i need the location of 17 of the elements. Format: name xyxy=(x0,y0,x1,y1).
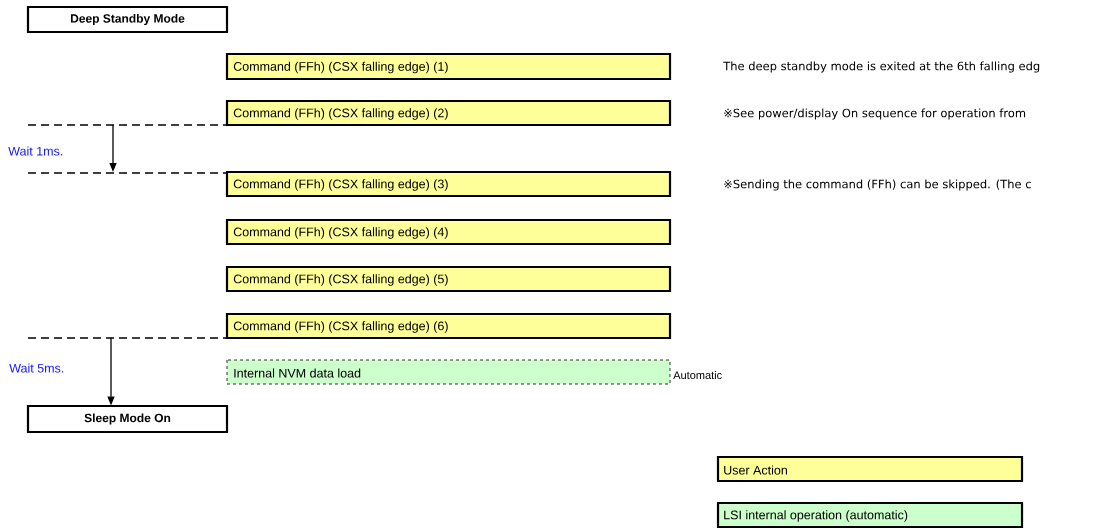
edge-label: Wait 5ms. xyxy=(9,363,64,373)
command-box: Command (FFh) (CSX falling edge) (2) xyxy=(225,99,672,127)
note-text: ※See power/display On sequence for operation from xyxy=(724,108,1026,120)
command-box: Command (FFh) (CSX falling edge) (3) xyxy=(225,170,672,198)
note-text: ※Sending the command (FFh) can be skipped. (The c xyxy=(724,179,1031,191)
legend-entry: User Action xyxy=(716,455,1024,483)
command-box: Command (FFh) (CSX falling edge) (1) xyxy=(225,52,672,81)
command-box: Command (FFh) (CSX falling edge) (5) xyxy=(225,265,672,293)
side-note: Automatic xyxy=(673,370,722,380)
command-box: Command (FFh) (CSX falling edge) (6) xyxy=(225,312,672,340)
operation-box: Internal NVM data load xyxy=(226,359,671,385)
mode-box: Deep Standby Mode xyxy=(26,5,229,34)
command-box: Command (FFh) (CSX falling edge) (4) xyxy=(225,218,672,246)
wait-label: Wait 1ms. xyxy=(8,146,63,156)
legend-entry: LSI internal operation (automatic) xyxy=(716,501,1024,529)
note-text: The deep standby mode is exited at the 6th falling edg xyxy=(723,61,1040,73)
mode-box: Sleep Mode On xyxy=(26,404,229,434)
